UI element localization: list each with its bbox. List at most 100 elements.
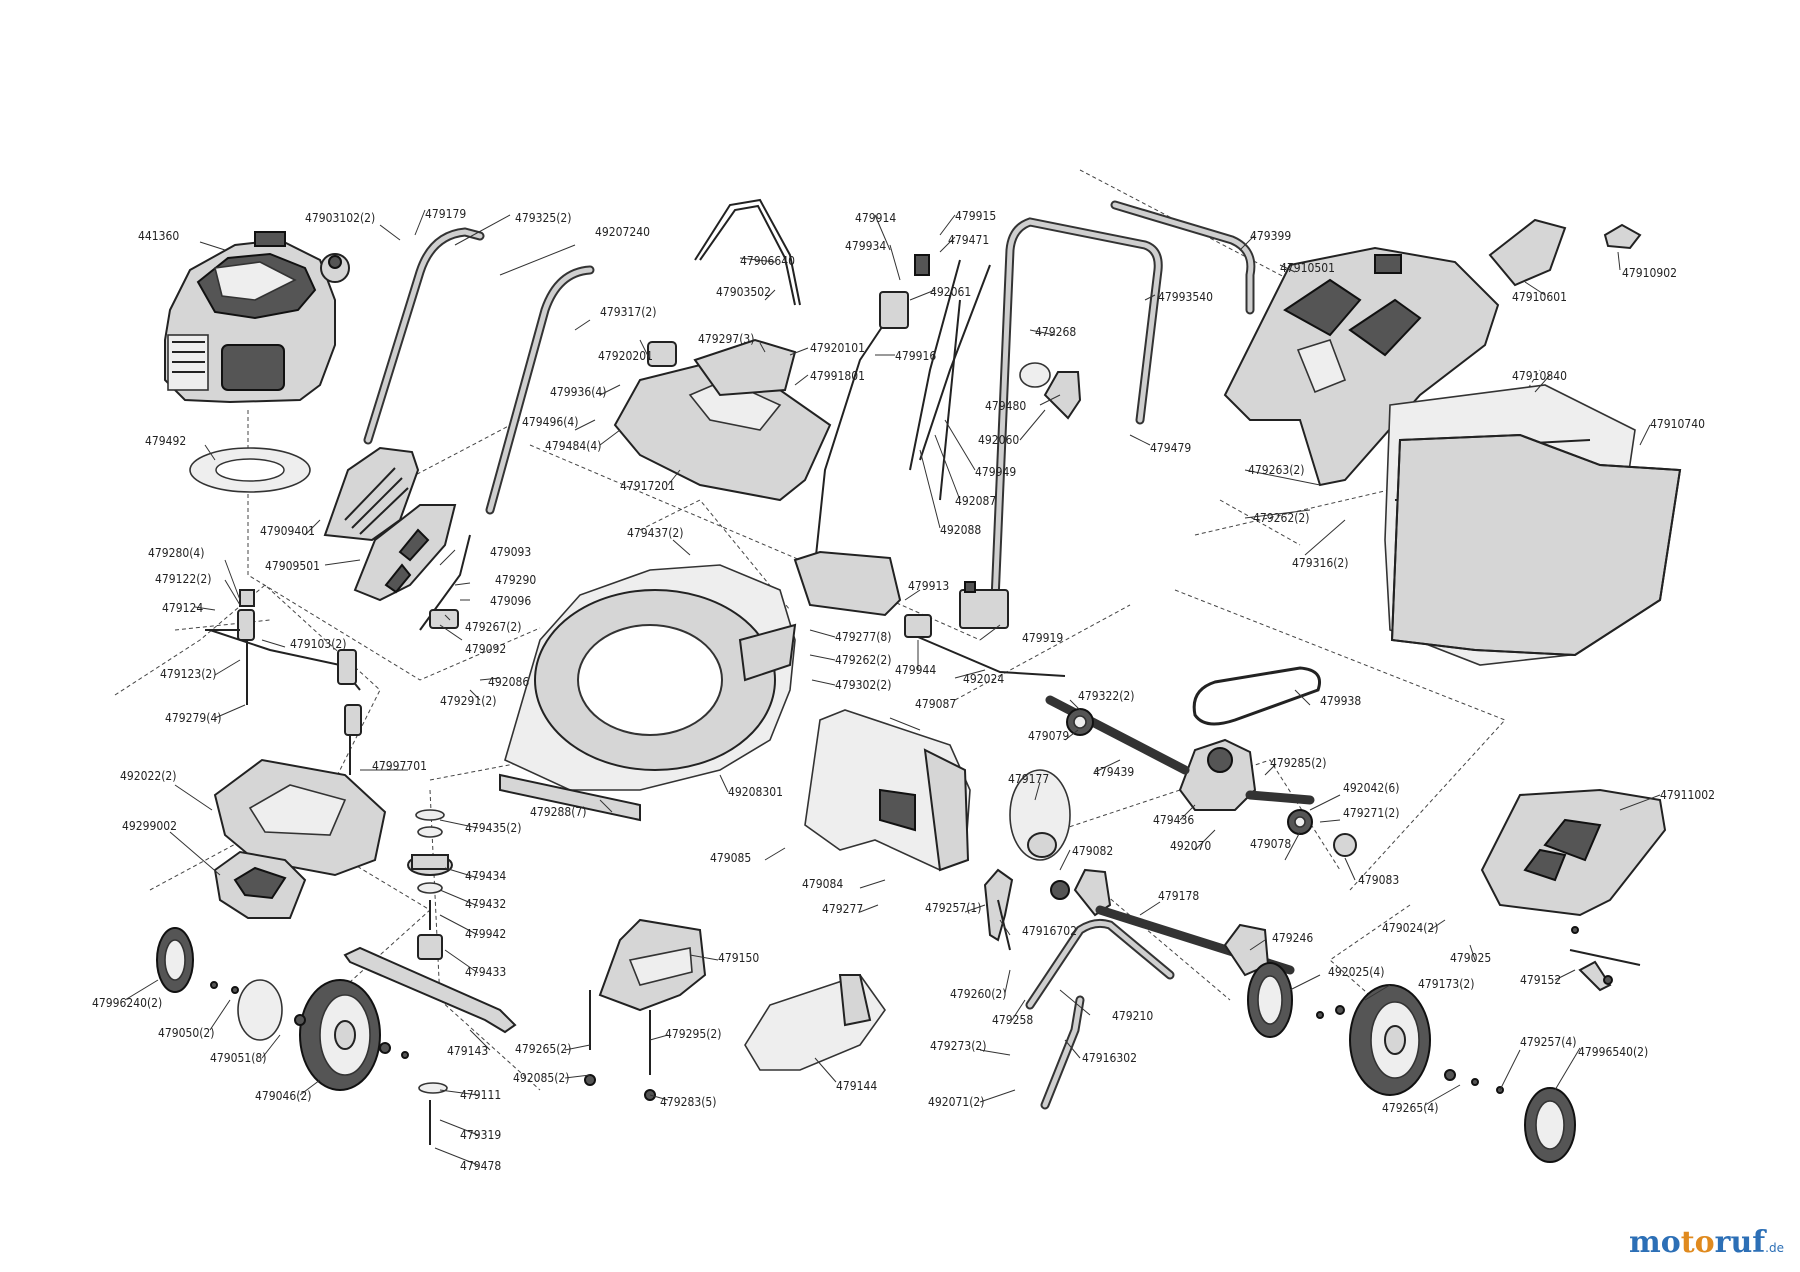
part-label: 47903102(2) — [305, 211, 375, 225]
part-label: 479277 — [822, 902, 863, 916]
part-label: 479399 — [1250, 229, 1291, 243]
part-label: 479496(4) — [522, 415, 579, 429]
part-label: 479934 — [845, 239, 886, 253]
part-label: 47910840 — [1512, 369, 1567, 383]
part-label: 479024(2) — [1382, 921, 1439, 935]
tool-tray — [613, 338, 832, 502]
part-label: 479085 — [710, 851, 751, 865]
cutting-blade — [343, 946, 517, 1034]
part-label: 492022(2) — [120, 769, 177, 783]
part-label: 479439 — [1093, 765, 1134, 779]
rear-flap — [213, 758, 387, 877]
part-label: 479280(4) — [148, 546, 205, 560]
mulch-plug — [598, 918, 707, 1012]
part-label: 479317(2) — [600, 305, 657, 319]
handle-clamp — [1019, 362, 1082, 420]
part-label: 479124 — [162, 601, 203, 615]
part-label: 479050(2) — [158, 1026, 215, 1040]
part-label: 479297(3) — [698, 332, 755, 346]
part-label: 47906640 — [740, 254, 795, 268]
part-label: 47997701 — [372, 759, 427, 773]
rear-right-wheel-hubcap — [1247, 962, 1293, 1038]
control-cables — [814, 259, 991, 566]
rear-left-wheel — [299, 979, 381, 1091]
part-label: 479319 — [460, 1128, 501, 1142]
bag-handle-parts — [1488, 218, 1642, 287]
part-label: 479944 — [895, 663, 936, 677]
engine-shroud — [353, 504, 457, 602]
part-label: 479437(2) — [627, 526, 684, 540]
part-label: 479051(8) — [210, 1051, 267, 1065]
part-label: 479492 — [145, 434, 186, 448]
part-label: 479178 — [1158, 889, 1199, 903]
part-label: 47916302 — [1082, 1051, 1137, 1065]
part-label: 479143 — [447, 1044, 488, 1058]
part-label: 479265(4) — [1382, 1101, 1439, 1115]
part-label: 479285(2) — [1270, 756, 1327, 770]
part-label: 47996540(2) — [1578, 1045, 1648, 1059]
part-label: 479432 — [465, 897, 506, 911]
throttle-lever — [983, 868, 1014, 951]
part-label: 479283(5) — [660, 1095, 717, 1109]
part-label: 47910902 — [1622, 266, 1677, 280]
part-label: 479123(2) — [160, 667, 217, 681]
watermark-tld: .de — [1765, 1241, 1784, 1255]
wheel-bracket — [1223, 923, 1270, 977]
part-label: 479291(2) — [440, 694, 497, 708]
part-label: 492024 — [963, 672, 1004, 686]
part-label: 47911002 — [1660, 788, 1715, 802]
engine — [164, 231, 350, 404]
part-label: 479913 — [908, 579, 949, 593]
part-label: 492071(2) — [928, 1095, 985, 1109]
leader-lines — [124, 209, 1661, 1166]
part-label: 47909501 — [265, 559, 320, 573]
part-label: 47920201 — [598, 349, 653, 363]
part-label: 479302(2) — [835, 678, 892, 692]
part-label: 479915 — [955, 209, 996, 223]
part-label: 47910601 — [1512, 290, 1567, 304]
part-label: 479279(4) — [165, 711, 222, 725]
part-label: 479262(2) — [1253, 511, 1310, 525]
part-label: 479322(2) — [1078, 689, 1135, 703]
part-label: 479936(4) — [550, 385, 607, 399]
part-label: 492087 — [955, 494, 996, 508]
part-label: 479277(8) — [835, 630, 892, 644]
engine-cover — [323, 446, 420, 542]
side-chute-insert — [744, 974, 886, 1071]
part-label: 492086 — [488, 675, 529, 689]
part-label: 479093 — [490, 545, 531, 559]
part-label: 492060 — [978, 433, 1019, 447]
front-axle — [1025, 918, 1175, 1110]
battery-parts — [793, 550, 1066, 677]
upper-handle — [990, 200, 1256, 605]
blade-mount-stack — [407, 809, 453, 1145]
part-label: 479479 — [1150, 441, 1191, 455]
part-label: 441360 — [138, 229, 179, 243]
lower-handle — [363, 227, 595, 515]
part-label: 492070 — [1170, 839, 1211, 853]
part-label: 479914 — [855, 211, 896, 225]
part-label: 479084 — [802, 877, 843, 891]
part-label: 479262(2) — [835, 653, 892, 667]
drive-belt — [1192, 666, 1321, 726]
rear-housing — [804, 709, 971, 872]
grass-catcher-frame — [1390, 433, 1682, 657]
part-label: 479434 — [465, 869, 506, 883]
part-label: 479083 — [1358, 873, 1399, 887]
part-label: 479265(2) — [515, 1042, 572, 1056]
part-label: 479260(2) — [950, 987, 1007, 1001]
part-label: 47910740 — [1650, 417, 1705, 431]
part-number-labels: 441360 47903102(2) 479179 479325(2) 4920… — [92, 207, 1715, 1173]
part-label: 479268 — [1035, 325, 1076, 339]
height-adjust-assembly — [205, 534, 471, 775]
rear-left-wheel-hubcap — [156, 927, 194, 993]
side-discharge-chute — [1480, 788, 1667, 917]
watermark-part3: ruf — [1714, 1225, 1766, 1260]
part-label: 479173(2) — [1418, 977, 1475, 991]
part-label: 47910501 — [1280, 261, 1335, 275]
drive-lever — [694, 198, 801, 306]
part-label: 479436 — [1153, 813, 1194, 827]
front-right-wheel-hubcap — [1524, 1087, 1576, 1163]
key-switch — [879, 254, 930, 329]
mower-deck — [499, 564, 797, 822]
